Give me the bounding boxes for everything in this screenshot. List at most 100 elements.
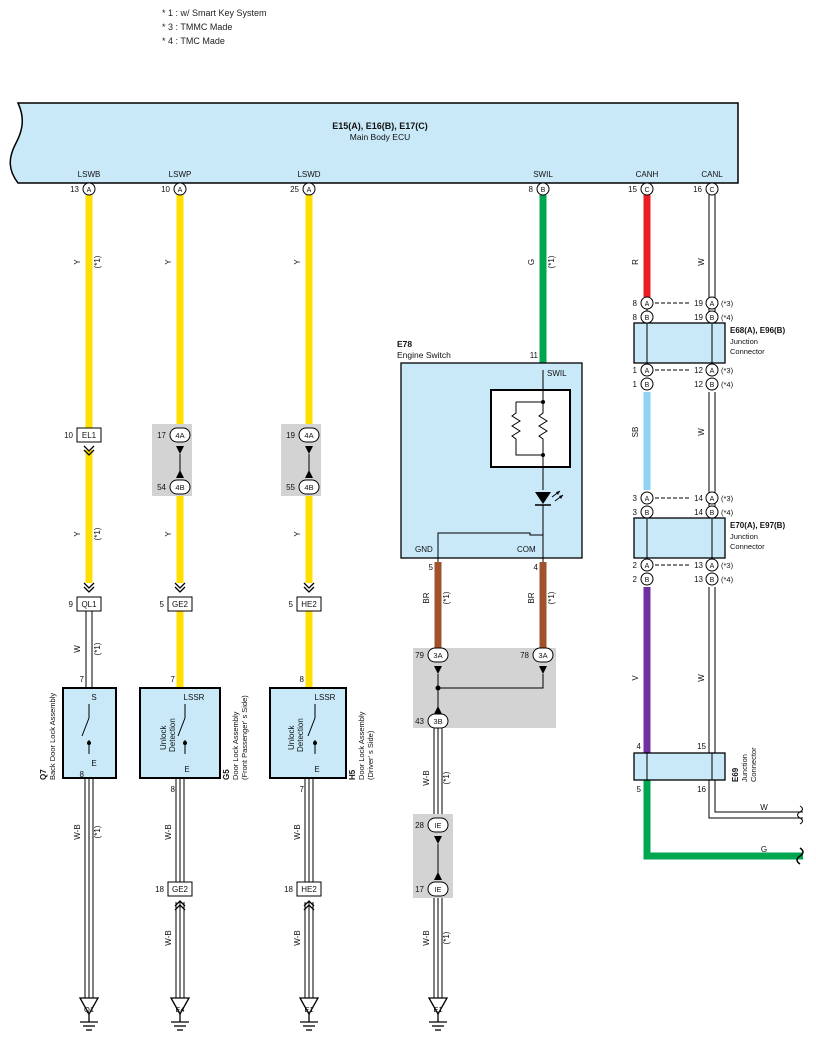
label-w-4: W	[697, 674, 706, 682]
label-g-1: G	[527, 259, 536, 265]
connector-ie-28: IE 28	[415, 817, 449, 844]
svg-text:A: A	[710, 496, 715, 503]
svg-text:QL1: QL1	[81, 600, 97, 609]
svg-text:E69: E69	[731, 767, 740, 782]
svg-text:Door Lock Assembly: Door Lock Assembly	[231, 711, 240, 780]
label-g-2: G	[761, 845, 767, 854]
ecu-pin-lswp: A 10	[161, 182, 187, 196]
svg-text:7: 7	[300, 785, 305, 794]
ground-e4: E4	[170, 997, 190, 1031]
connector-ie-17: IE 17	[415, 872, 449, 897]
junction-e70-e97: E70(A), E97(B) Junction Connector A3 B3 …	[633, 491, 785, 586]
component-q7: 7 S E 8 Q7 Back Door Lock Assembly	[39, 675, 117, 780]
svg-text:3A: 3A	[538, 651, 547, 660]
svg-text:15: 15	[697, 742, 706, 751]
svg-text:C: C	[644, 187, 649, 194]
svg-text:5: 5	[637, 785, 642, 794]
svg-text:18: 18	[284, 885, 293, 894]
svg-text:Detection: Detection	[168, 718, 177, 752]
label-y-5: Y	[164, 531, 173, 537]
label-wb-5: W-B	[164, 930, 173, 945]
engine-switch-pin-gnd: 5	[429, 563, 434, 572]
ecu-pin-canl: C 16	[693, 182, 719, 196]
connector-3a-79: 3A 79	[415, 647, 449, 674]
connector-he2-bottom: HE2 18	[284, 881, 322, 911]
svg-text:E: E	[314, 765, 319, 774]
engine-switch-pin-swil: 11	[530, 351, 539, 360]
footnote-1: * 1 : w/ Smart Key System	[162, 8, 267, 18]
svg-text:B: B	[541, 187, 546, 194]
svg-text:A: A	[307, 187, 312, 194]
svg-text:1: 1	[633, 366, 638, 375]
svg-text:8: 8	[633, 299, 638, 308]
svg-text:3: 3	[633, 508, 638, 517]
svg-text:A: A	[645, 368, 650, 375]
svg-text:HE2: HE2	[301, 600, 317, 609]
label-r: R	[631, 259, 640, 265]
ecu-pin-lswd: A 25	[290, 182, 316, 196]
svg-text:2: 2	[633, 575, 638, 584]
footnote-4: * 4 : TMC Made	[162, 36, 225, 46]
svg-text:18: 18	[155, 885, 164, 894]
engine-switch-code: E78	[397, 339, 412, 349]
label-star-6: (*1)	[93, 642, 102, 655]
svg-text:7: 7	[80, 675, 85, 684]
svg-text:43: 43	[415, 717, 424, 726]
svg-text:Connector: Connector	[749, 747, 758, 782]
svg-text:9: 9	[69, 600, 74, 609]
footnotes: * 1 : w/ Smart Key System * 3 : TMMC Mad…	[162, 6, 267, 48]
label-y-1: Y	[73, 259, 82, 265]
label-star-3: (*1)	[93, 527, 102, 540]
label-wb-4: W-B	[422, 770, 431, 785]
svg-text:E70(A), E97(B): E70(A), E97(B)	[730, 521, 785, 530]
junction-e68-e96: E68(A), E96(B) Junction Connector A8 B8 …	[633, 296, 785, 391]
component-h5: 8 LSSR Unlock Detection E 7 H5 Door Lock…	[269, 675, 375, 794]
svg-text:A: A	[87, 187, 92, 194]
label-star-4: (*1)	[442, 591, 451, 604]
connector-4a-19: 4A 19	[286, 427, 320, 454]
svg-text:B: B	[710, 315, 715, 322]
svg-text:14: 14	[694, 508, 703, 517]
svg-text:A: A	[710, 563, 715, 570]
ecu-name: Main Body ECU	[350, 132, 410, 142]
svg-text:B: B	[645, 315, 650, 322]
engine-switch-name: Engine Switch	[397, 350, 451, 360]
svg-text:13: 13	[694, 561, 703, 570]
svg-text:A: A	[645, 496, 650, 503]
svg-text:A: A	[178, 187, 183, 194]
connector-he2-top: HE2 5	[289, 582, 322, 612]
svg-text:IE: IE	[434, 885, 441, 894]
svg-text:8: 8	[633, 313, 638, 322]
svg-text:A: A	[645, 301, 650, 308]
label-wb-1: W-B	[73, 824, 82, 839]
wire-break-w	[797, 805, 803, 825]
label-w-3: W	[73, 645, 82, 653]
svg-text:C: C	[709, 187, 714, 194]
ecu-pin-label-swil: SWIL	[533, 170, 553, 179]
label-star-9: (*1)	[442, 931, 451, 944]
svg-text:(*4): (*4)	[721, 508, 734, 517]
svg-text:(*4): (*4)	[721, 575, 734, 584]
svg-text:S: S	[91, 693, 96, 702]
svg-text:Door Lock Assembly: Door Lock Assembly	[357, 711, 366, 780]
connector-4a-17: 4A 17	[157, 427, 191, 454]
svg-text:8: 8	[171, 785, 176, 794]
svg-text:16: 16	[693, 185, 702, 194]
svg-text:3A: 3A	[433, 651, 442, 660]
label-v: V	[631, 675, 640, 681]
engine-switch-pin-com: 4	[534, 563, 539, 572]
footnote-3: * 3 : TMMC Made	[162, 22, 233, 32]
svg-text:3: 3	[633, 494, 638, 503]
engine-switch-gnd-label: GND	[415, 545, 433, 554]
engine-switch-com-label: COM	[517, 545, 536, 554]
ecu-pin-label-lswp: LSWP	[169, 170, 192, 179]
label-y-4: Y	[73, 531, 82, 537]
label-w-1: W	[697, 258, 706, 266]
splice-line-3a-join	[438, 674, 544, 689]
connector-3b-43: 3B 43	[415, 706, 449, 729]
ecu-pin-swil: B 8	[529, 182, 550, 196]
svg-text:14: 14	[694, 494, 703, 503]
label-star-2: (*1)	[547, 255, 556, 268]
ecu-pin-lswb: A 13	[70, 182, 96, 196]
svg-text:(Front Passenger' s Side): (Front Passenger' s Side)	[240, 695, 249, 780]
